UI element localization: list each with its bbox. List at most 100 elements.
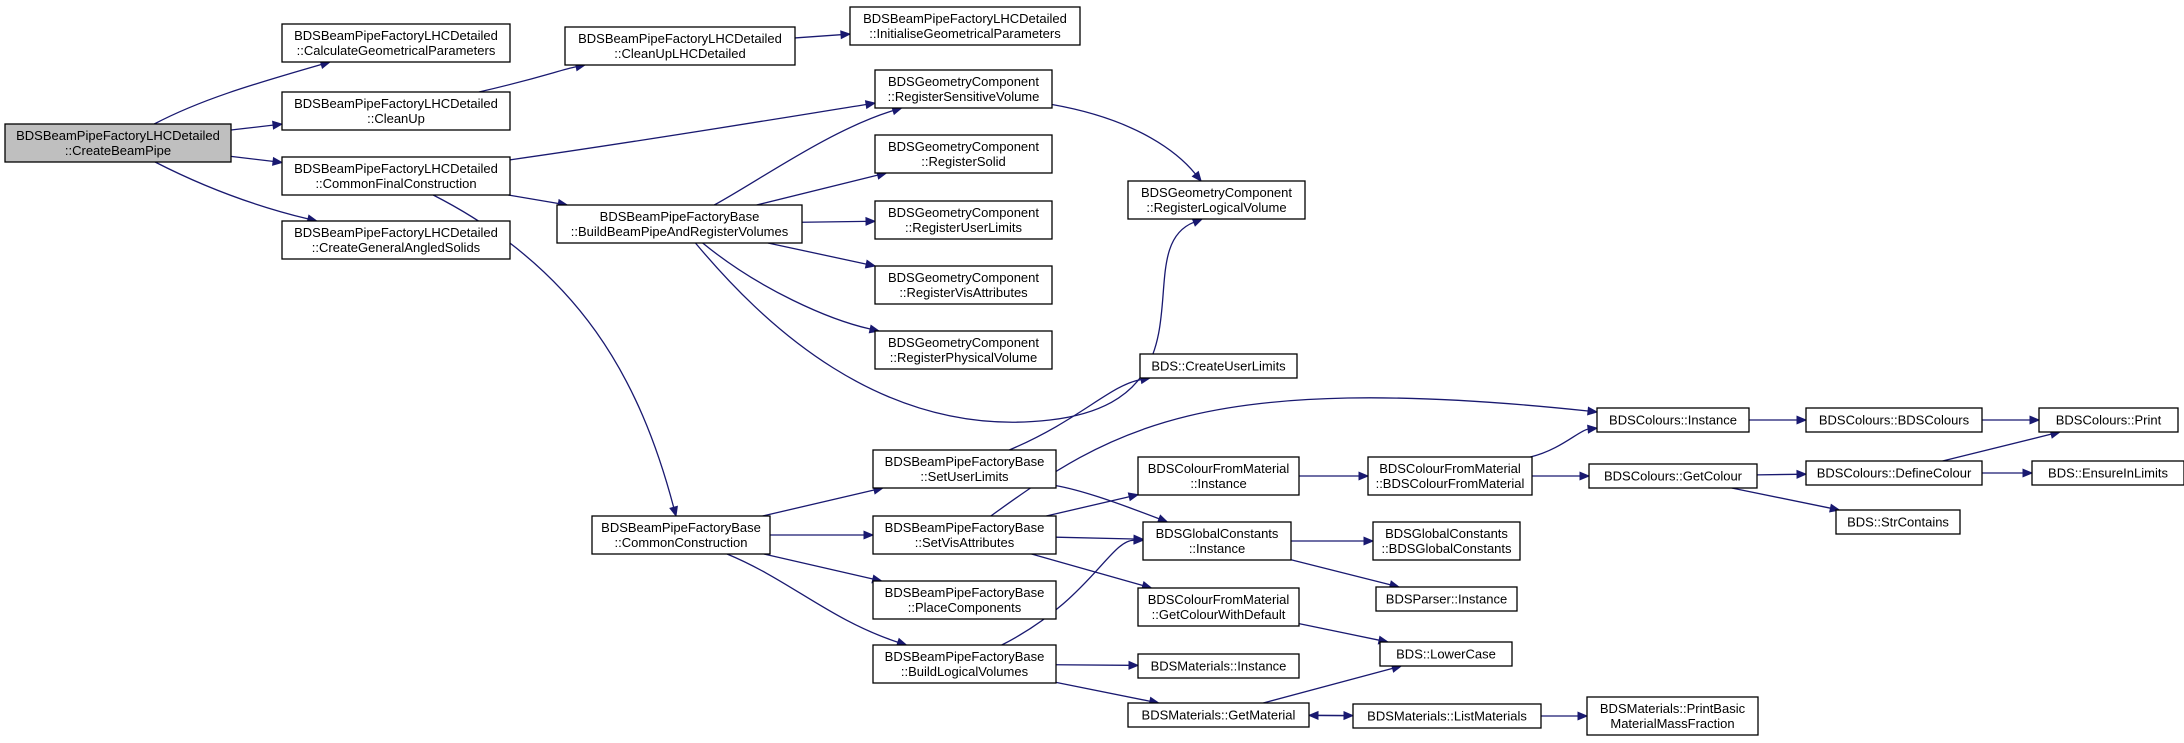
edge-line	[1263, 667, 1393, 704]
node-box	[281, 23, 511, 63]
node-listMat[interactable]: BDSMaterials::ListMaterials	[1352, 703, 1542, 729]
node-box	[1137, 653, 1300, 679]
edge-line	[1756, 473, 1798, 476]
node-box	[556, 204, 803, 244]
node-label-line: BDSColours::DefineColour	[1817, 466, 1972, 481]
node-gcCtor[interactable]: BDSGlobalConstants::BDSGlobalConstants	[1372, 521, 1521, 561]
node-cleanUp[interactable]: BDSBeamPipeFactoryLHCDetailed::CleanUp	[281, 91, 511, 131]
node-box	[872, 515, 1057, 555]
node-label-line: BDSMaterials::PrintBasic	[1600, 701, 1746, 716]
node-label-line: BDS::StrContains	[1847, 515, 1949, 530]
node-regPhys[interactable]: BDSGeometryComponent::RegisterPhysicalVo…	[874, 330, 1053, 370]
node-print[interactable]: BDSColours::Print	[2038, 407, 2179, 433]
node-label-line: ::Instance	[1189, 541, 1245, 556]
node-gcInst[interactable]: BDSGlobalConstants::Instance	[1142, 521, 1292, 561]
node-box	[1372, 521, 1521, 561]
node-setVis[interactable]: BDSBeamPipeFactoryBase::SetVisAttributes	[872, 515, 1057, 555]
edge-line	[713, 110, 894, 206]
node-box	[874, 265, 1053, 305]
edge-line	[694, 221, 1194, 423]
node-label-line: BDSBeamPipeFactoryLHCDetailed	[578, 31, 782, 46]
node-label-line: MaterialMassFraction	[1610, 716, 1734, 731]
node-defColour[interactable]: BDSColours::DefineColour	[1805, 460, 1983, 486]
edge-line	[1055, 664, 1130, 666]
node-box	[872, 580, 1057, 620]
edge-line	[1055, 536, 1135, 540]
node-buildLV[interactable]: BDSBeamPipeFactoryBase::BuildLogicalVolu…	[872, 644, 1057, 684]
edge-colInst-to-colCtor	[1749, 415, 1808, 425]
arrowhead	[840, 30, 852, 40]
node-box	[1142, 521, 1292, 561]
node-label-line: BDSBeamPipeFactoryBase	[885, 649, 1045, 664]
node-cfmGetCol[interactable]: BDSColourFromMaterial::GetColourWithDefa…	[1137, 587, 1300, 627]
node-ensure[interactable]: BDS::EnsureInLimits	[2031, 460, 2184, 486]
edge-buildLV-to-getMat	[1055, 681, 1160, 706]
node-label-line: ::CreateBeamPipe	[65, 143, 171, 158]
node-createGAS[interactable]: BDSBeamPipeFactoryLHCDetailed::CreateGen…	[281, 220, 511, 260]
node-box	[1375, 586, 1518, 612]
node-label-line: ::CleanUp	[367, 111, 425, 126]
node-label-line: ::CreateGeneralAngledSolids	[312, 240, 481, 255]
node-regSens[interactable]: BDSGeometryComponent::RegisterSensitiveV…	[874, 69, 1053, 109]
node-commonCon[interactable]: BDSBeamPipeFactoryBase::CommonConstructi…	[591, 515, 771, 555]
node-colCtor[interactable]: BDSColours::BDSColours	[1805, 407, 1983, 433]
edge-line	[1051, 103, 1196, 175]
node-label-line: ::BuildLogicalVolumes	[901, 664, 1029, 679]
edge-commonCon-to-buildLV	[726, 553, 908, 647]
node-placeComp[interactable]: BDSBeamPipeFactoryBase::PlaceComponents	[872, 580, 1057, 620]
node-colInst[interactable]: BDSColours::Instance	[1596, 407, 1750, 433]
edge-line	[154, 161, 309, 220]
node-label-line: ::RegisterPhysicalVolume	[890, 350, 1037, 365]
node-label-line: BDSColours::BDSColours	[1819, 413, 1970, 428]
node-createUL[interactable]: BDS::CreateUserLimits	[1139, 353, 1298, 379]
node-regUL[interactable]: BDSGeometryComponent::RegisterUserLimits	[874, 200, 1053, 240]
node-box	[874, 200, 1053, 240]
node-label-line: ::GetColourWithDefault	[1152, 607, 1286, 622]
node-commonFinal[interactable]: BDSBeamPipeFactoryLHCDetailed::CommonFin…	[281, 156, 511, 196]
arrowhead	[1577, 711, 1589, 721]
node-buildBP[interactable]: BDSBeamPipeFactoryBase::BuildBeamPipeAnd…	[556, 204, 803, 244]
node-label-line: ::CleanUpLHCDetailed	[614, 46, 746, 61]
edge-line	[1009, 378, 1142, 451]
node-matInst[interactable]: BDSMaterials::Instance	[1137, 653, 1300, 679]
node-strContains[interactable]: BDS::StrContains	[1835, 509, 1961, 535]
node-label-line: BDSGeometryComponent	[888, 205, 1039, 220]
node-getMat[interactable]: BDSMaterials::GetMaterial	[1127, 702, 1310, 728]
edge-commonCon-to-setVis	[770, 530, 875, 540]
arrowhead	[1307, 710, 1319, 720]
node-box	[564, 26, 796, 66]
node-getColour[interactable]: BDSColours::GetColour	[1588, 463, 1758, 489]
node-box	[1586, 696, 1759, 736]
node-parserInst[interactable]: BDSParser::Instance	[1375, 586, 1518, 612]
node-cfmCtor[interactable]: BDSColourFromMaterial::BDSColourFromMate…	[1367, 456, 1533, 496]
node-label-line: ::BuildBeamPipeAndRegisterVolumes	[571, 224, 789, 239]
node-regSolid[interactable]: BDSGeometryComponent::RegisterSolid	[874, 134, 1053, 174]
node-cfmInst[interactable]: BDSColourFromMaterial::Instance	[1137, 456, 1300, 496]
node-setUL[interactable]: BDSBeamPipeFactoryBase::SetUserLimits	[872, 449, 1057, 489]
arrowhead	[1133, 535, 1145, 545]
node-label-line: BDS::CreateUserLimits	[1151, 359, 1286, 374]
edge-buildLV-to-gcInst	[1001, 535, 1145, 646]
node-cleanUpLHC[interactable]: BDSBeamPipeFactoryLHCDetailed::CleanUpLH…	[564, 26, 796, 66]
node-box	[2038, 407, 2179, 433]
node-label-line: BDSBeamPipeFactoryBase	[885, 585, 1045, 600]
edge-defColour-to-ensure	[1982, 468, 2034, 478]
node-label-line: BDSColours::Instance	[1609, 413, 1737, 428]
node-label-line: ::Instance	[1190, 476, 1246, 491]
edge-line	[726, 553, 899, 643]
edge-line	[767, 242, 867, 265]
arrowhead	[1358, 471, 1370, 481]
node-box	[872, 449, 1057, 489]
edge-line	[1942, 433, 2052, 462]
node-initGeo[interactable]: BDSBeamPipeFactoryLHCDetailed::Initialis…	[849, 6, 1081, 46]
node-regLog[interactable]: BDSGeometryComponent::RegisterLogicalVol…	[1127, 180, 1306, 220]
node-calcGeo[interactable]: BDSBeamPipeFactoryLHCDetailed::Calculate…	[281, 23, 511, 63]
node-label-line: ::CommonFinalConstruction	[315, 176, 476, 191]
node-label-line: ::RegisterSolid	[921, 154, 1006, 169]
node-printBasic[interactable]: BDSMaterials::PrintBasicMaterialMassFrac…	[1586, 696, 1759, 736]
edge-line	[763, 553, 874, 580]
node-lowerCase[interactable]: BDS::LowerCase	[1379, 641, 1513, 667]
edge-root-to-cleanUp	[230, 120, 284, 131]
node-root[interactable]: BDSBeamPipeFactoryLHCDetailed::CreateBea…	[4, 123, 232, 163]
node-regVis[interactable]: BDSGeometryComponent::RegisterVisAttribu…	[874, 265, 1053, 305]
